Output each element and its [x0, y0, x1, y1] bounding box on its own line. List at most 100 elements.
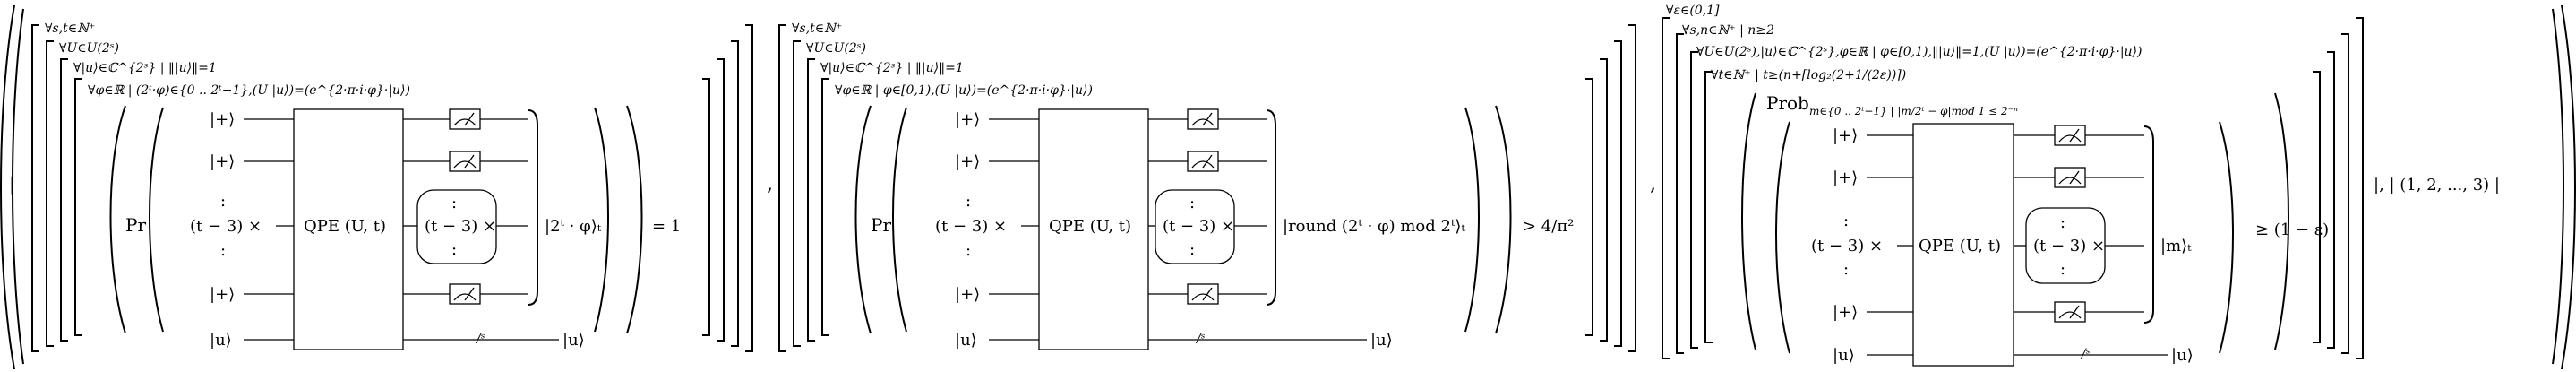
- p2-inner-paren-right: [1464, 107, 1480, 333]
- p2-ket-u: |u⟩: [955, 331, 977, 350]
- p1-pr-paren-right: [626, 105, 643, 334]
- p1-ket-dots-2: :: [220, 241, 226, 260]
- outer-paren-right: [2561, 4, 2576, 370]
- p1-meter-3-icon: [453, 287, 477, 301]
- p3-ket-plus-3: |+⟩: [1833, 303, 1858, 322]
- p2-inner-paren-left: [892, 107, 907, 333]
- p1-bracket-2r: [731, 40, 739, 347]
- p1-bracket-3r: [717, 58, 725, 342]
- p2-bracket-4: [821, 78, 829, 336]
- p3-bracket-0r: [2356, 17, 2364, 359]
- p3-quantifier-1: ∀s,n∈ℕ⁺ | n≥2: [1682, 23, 1774, 38]
- p1-bracket-3: [60, 58, 68, 342]
- separator-2: ,: [1650, 173, 1656, 195]
- p3-bracket-3r: [2313, 71, 2321, 343]
- p2-quantifier-4: ∀φ∈ℝ | φ∈[0,1),(U |u⟩)=(e^{2·π·i·φ}·|u⟩): [835, 83, 1093, 98]
- p1-out-u: |u⟩: [562, 331, 585, 350]
- p1-quantifier-4: ∀φ∈ℝ | (2ᵗ·φ)∈{0 .. 2ᵗ−1},(U |u⟩)=(e^{2·…: [88, 83, 410, 98]
- p3-wire-s: /ˢ: [2080, 347, 2091, 361]
- p1-result: |2ᵗ · φ⟩ₜ: [545, 217, 602, 236]
- p1-rbox-dots-2: :: [451, 240, 457, 259]
- p1-ket-plus-1: |+⟩: [210, 110, 235, 129]
- p3-qpe-box: [1912, 123, 2014, 367]
- p1-bracket-4: [74, 78, 82, 336]
- p2-rbox-dots-2: :: [1189, 240, 1195, 259]
- outer-tail: |, | (1, 2, ..., 3) |: [2374, 176, 2500, 195]
- p3-output-brace: [2143, 125, 2154, 324]
- p2-rbox-label: (t − 3) ×: [1163, 217, 1234, 236]
- p3-prob-subscript: m∈{0 .. 2ᵗ−1} | |m/2ᵗ − φ|mod 1 ≤ 2⁻ⁿ: [1809, 105, 2018, 117]
- outer-paren-right-inner: [2552, 8, 2564, 365]
- p3-prob-paren-left: [1741, 92, 1756, 350]
- p2-meter-1-icon: [1191, 112, 1215, 126]
- outer-left-bar: |: [9, 173, 15, 195]
- p1-meter-1-icon: [453, 112, 477, 126]
- p3-quantifier-0: ∀ε∈(0,1]: [1666, 4, 1720, 18]
- p2-output-brace: [1266, 109, 1276, 306]
- outer-paren-left-inner: [12, 8, 24, 365]
- p1-relation: = 1: [652, 217, 681, 236]
- p1-rbox-label: (t − 3) ×: [425, 217, 496, 236]
- p2-relation: > 4/π²: [1523, 217, 1574, 236]
- p1-output-brace: [528, 109, 538, 306]
- p1-bracket-4r: [702, 78, 710, 336]
- p3-prob-paren-right: [2274, 92, 2289, 350]
- p3-rbox-label: (t − 3) ×: [2033, 237, 2105, 255]
- p3-meter-2-icon: [2058, 170, 2082, 185]
- p2-ket-dots-1: :: [966, 192, 971, 211]
- p3-bracket-1: [1676, 33, 1684, 354]
- separator-1: ,: [767, 173, 773, 195]
- p1-bracket-2: [46, 40, 54, 347]
- p2-out-u: |u⟩: [1370, 331, 1393, 350]
- p1-ket-plus-2: |+⟩: [210, 152, 235, 171]
- p2-meter-2-icon: [1191, 154, 1215, 169]
- p2-ket-plus-1: |+⟩: [955, 110, 980, 129]
- p2-qpe-label: QPE (U, t): [1049, 217, 1131, 236]
- p2-quantifier-1: ∀s,t∈ℕ⁺: [792, 22, 842, 36]
- p2-multiplicity-box: [1155, 189, 1235, 264]
- p3-meter-3-icon: [2058, 305, 2082, 319]
- outer-paren-left: [0, 4, 15, 370]
- p2-bracket-2r: [1614, 40, 1622, 347]
- p3-meter-1-icon: [2058, 128, 2082, 143]
- p2-pr-paren-right: [1495, 105, 1512, 334]
- p3-ket-dots-2: :: [1843, 260, 1849, 279]
- p2-wire-s: /ˢ: [1195, 332, 1206, 346]
- p2-pr: Pr: [871, 214, 891, 236]
- p3-result: |m⟩ₜ: [2160, 237, 2192, 255]
- p3-inner-paren-left: [1775, 121, 1790, 354]
- p1-inner-paren-right: [594, 107, 609, 333]
- p2-ket-plus-2: |+⟩: [955, 152, 980, 171]
- p1-quantifier-3: ∀|u⟩∈ℂ^{2ˢ} | ‖|u⟩‖=1: [73, 61, 217, 75]
- p1-qpe-label: QPE (U, t): [304, 217, 386, 236]
- p1-inner-paren-left: [149, 107, 164, 333]
- p1-ket-multiplicity: (t − 3) ×: [190, 217, 262, 236]
- p1-pr-paren-left: [109, 105, 126, 334]
- p3-relation: ≥ (1 − ε): [2255, 221, 2329, 239]
- p1-qpe-box: [293, 108, 404, 350]
- p2-quantifier-2: ∀U∈U(2ˢ): [806, 41, 866, 56]
- panel-2: ∀s,t∈ℕ⁺ ∀U∈U(2ˢ) ∀|u⟩∈ℂ^{2ˢ} | ‖|u⟩‖=1 ∀…: [778, 22, 1636, 352]
- p1-wire-s: /ˢ: [475, 332, 485, 346]
- p2-bracket-1r: [1628, 24, 1636, 352]
- p2-ket-plus-3: |+⟩: [955, 285, 980, 304]
- p1-multiplicity-box: [416, 189, 497, 264]
- p1-quantifier-2: ∀U∈U(2ˢ): [59, 41, 119, 56]
- p2-bracket-2: [793, 40, 801, 347]
- p3-bracket-1r: [2341, 33, 2349, 354]
- p2-bracket-3r: [1600, 58, 1608, 342]
- p1-ket-dots-1: :: [220, 192, 226, 211]
- p3-quantifier-3: ∀t∈ℕ⁺ | t≥(n+⌈log₂(2+1/(2ε))⌉): [1711, 68, 1906, 82]
- p2-result: |round (2ᵗ · φ) mod 2ᵗ⟩ₜ: [1283, 217, 1465, 236]
- p3-ket-plus-2: |+⟩: [1833, 169, 1858, 187]
- p2-bracket-4r: [1585, 78, 1593, 336]
- p2-ket-multiplicity: (t − 3) ×: [935, 217, 1007, 236]
- p2-qpe-box: [1038, 108, 1149, 350]
- p3-ket-dots-1: :: [1843, 212, 1849, 230]
- p1-bracket-1: [31, 24, 39, 352]
- p2-pr-paren-left: [854, 105, 872, 334]
- p3-ket-plus-1: |+⟩: [1833, 126, 1858, 145]
- p3-ket-u: |u⟩: [1833, 346, 1855, 365]
